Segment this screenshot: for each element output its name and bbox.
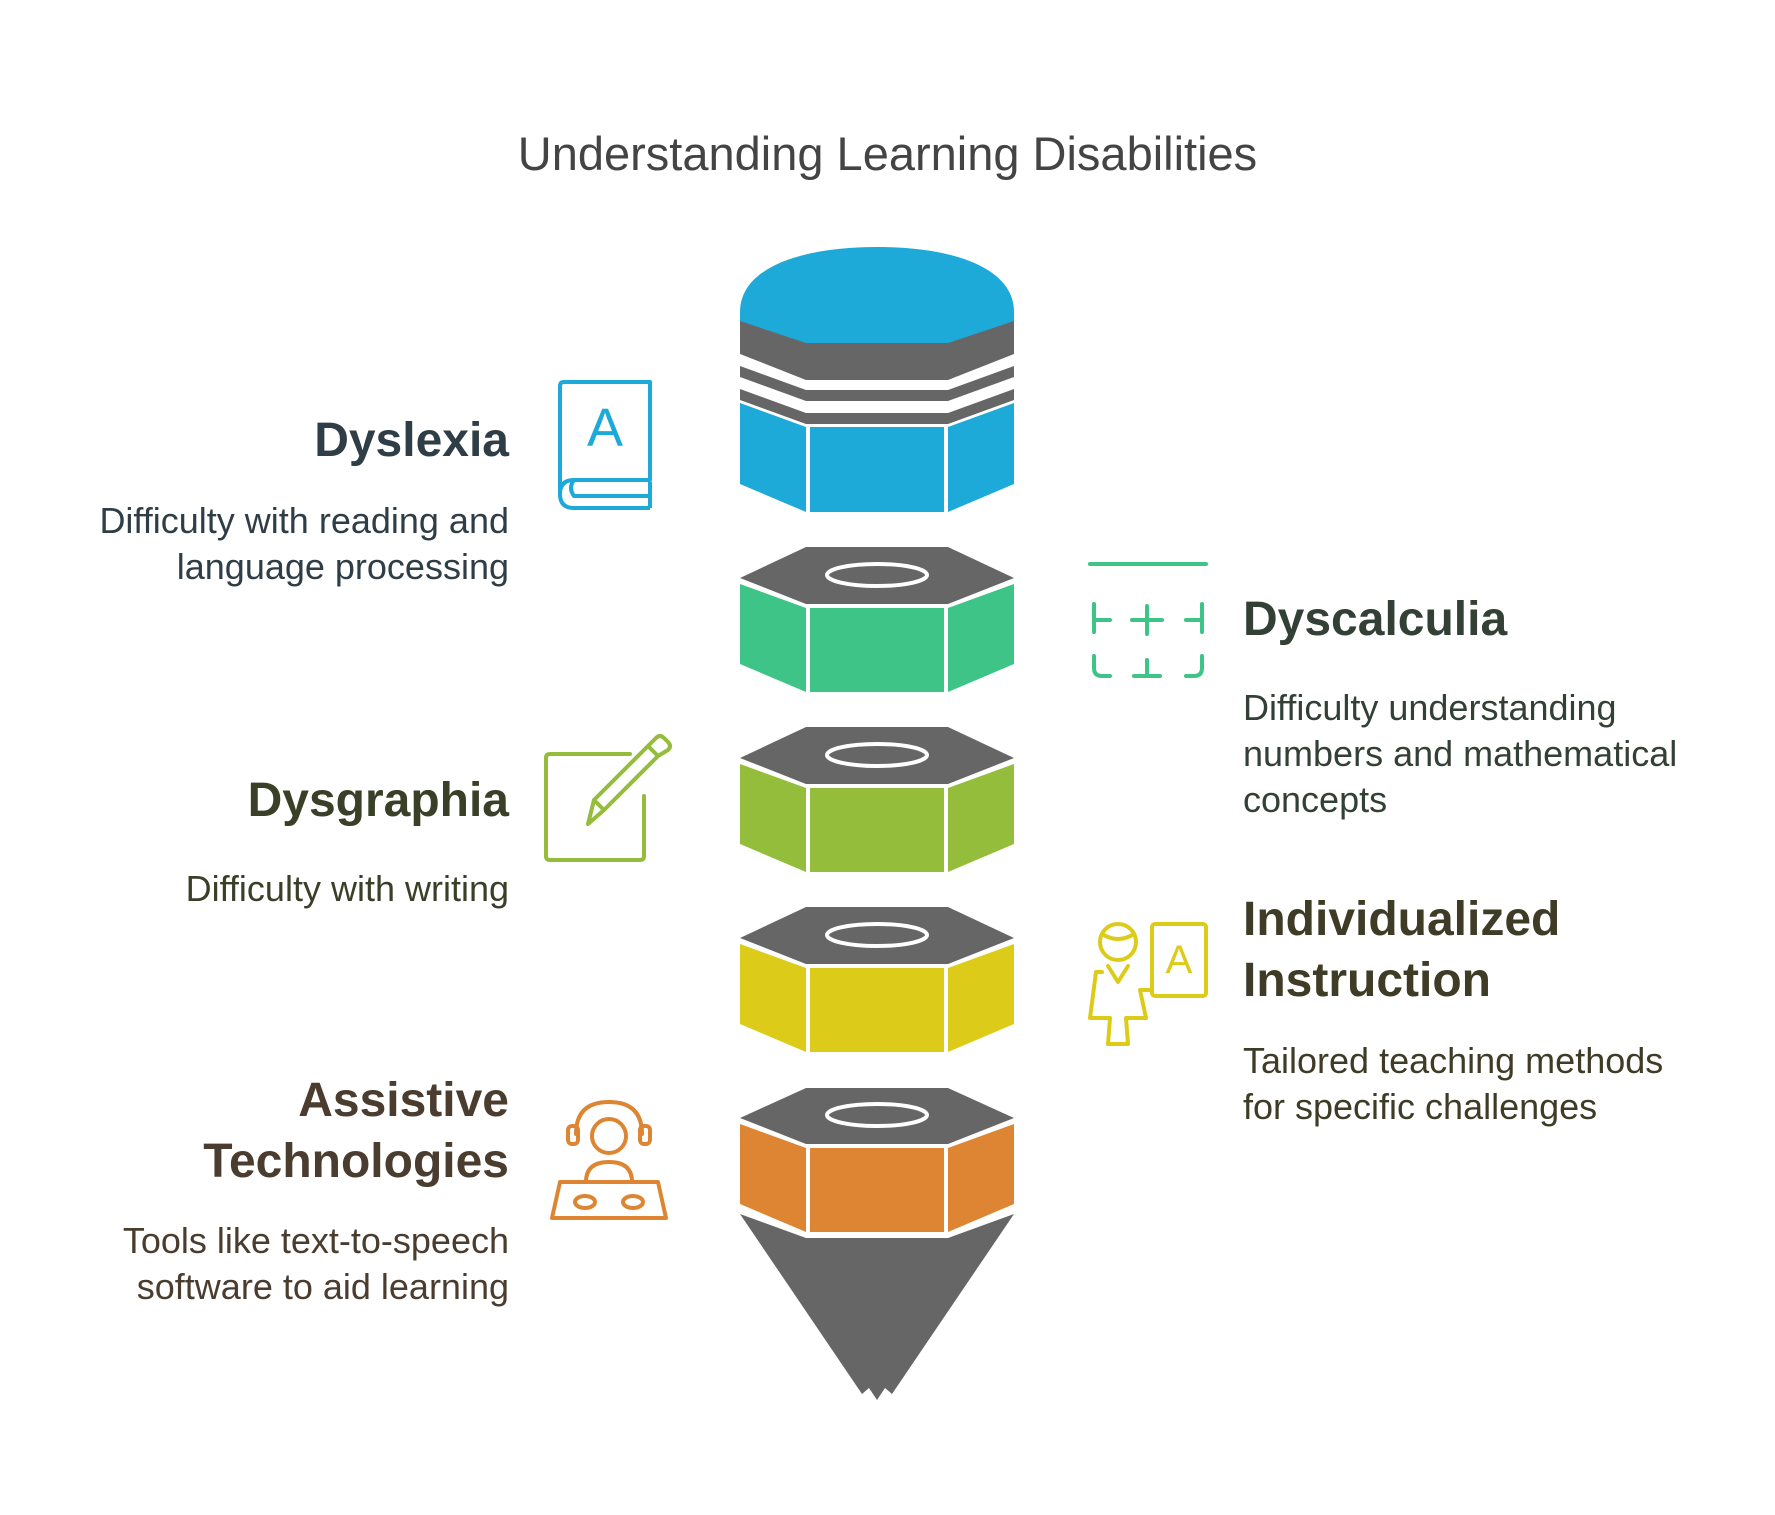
- instruction-heading: Individualized Instruction: [1243, 889, 1560, 1011]
- book-icon: [558, 380, 652, 510]
- instruction-description-line: for specific challenges: [1243, 1086, 1598, 1127]
- dyscalculia-description: Difficulty understanding numbers and mat…: [1243, 685, 1677, 823]
- dysgraphia-heading: Dysgraphia: [247, 774, 509, 827]
- dyscalculia-description-line: Difficulty understanding: [1243, 687, 1617, 728]
- pencil-eraser-cap: [740, 247, 1014, 373]
- dysgraphia-description-line: Difficulty with writing: [185, 868, 509, 909]
- dysgraphia-description: Difficulty with writing: [186, 866, 509, 912]
- assistive-heading-line: Technologies: [203, 1135, 509, 1188]
- instruction-description-line: Tailored teaching methods: [1243, 1040, 1664, 1081]
- board-icon-letter: A: [1165, 938, 1193, 982]
- pencil-segment-dysgraphia: [740, 727, 1014, 872]
- instruction-heading-line: Instruction: [1243, 954, 1491, 1007]
- instruction-description: Tailored teaching methods for specific c…: [1243, 1038, 1663, 1130]
- diagram-title: Understanding Learning Disabilities: [517, 127, 1258, 180]
- book-icon-letter: A: [586, 398, 624, 458]
- assistive-heading-line: Assistive: [298, 1074, 509, 1127]
- dyscalculia-description-line: concepts: [1243, 779, 1388, 820]
- instruction-heading-line: Individualized: [1243, 893, 1561, 946]
- teacher-board-icon: [1088, 922, 1208, 1046]
- pencil-segment-instruction: [740, 907, 1014, 1052]
- dyscalculia-description-line: numbers and mathematical: [1243, 733, 1678, 774]
- headset-user-icon: [550, 1100, 668, 1220]
- assistive-description: Tools like text-to-speech software to ai…: [123, 1218, 509, 1310]
- dyslexia-heading: Dyslexia: [314, 414, 509, 467]
- calculator-icon: [1088, 562, 1208, 678]
- dyslexia-description-line: language processing: [176, 546, 509, 587]
- pencil-segment-dyslexia: [740, 403, 1014, 512]
- assistive-heading: Assistive Technologies: [203, 1070, 509, 1192]
- pencil-segment-dyscalculia: [740, 547, 1014, 692]
- dyslexia-description-line: Difficulty with reading and: [99, 500, 509, 541]
- assistive-description-line: software to aid learning: [136, 1266, 509, 1307]
- pencil-tip: [740, 1214, 1014, 1400]
- pencil-segment-assistive: [740, 1088, 1014, 1232]
- dyscalculia-heading: Dyscalculia: [1243, 593, 1508, 646]
- pencil-edit-icon: [544, 734, 672, 862]
- dyslexia-description: Difficulty with reading and language pro…: [99, 498, 509, 590]
- assistive-description-line: Tools like text-to-speech: [122, 1220, 509, 1261]
- pencil-ferrule: [740, 321, 1014, 424]
